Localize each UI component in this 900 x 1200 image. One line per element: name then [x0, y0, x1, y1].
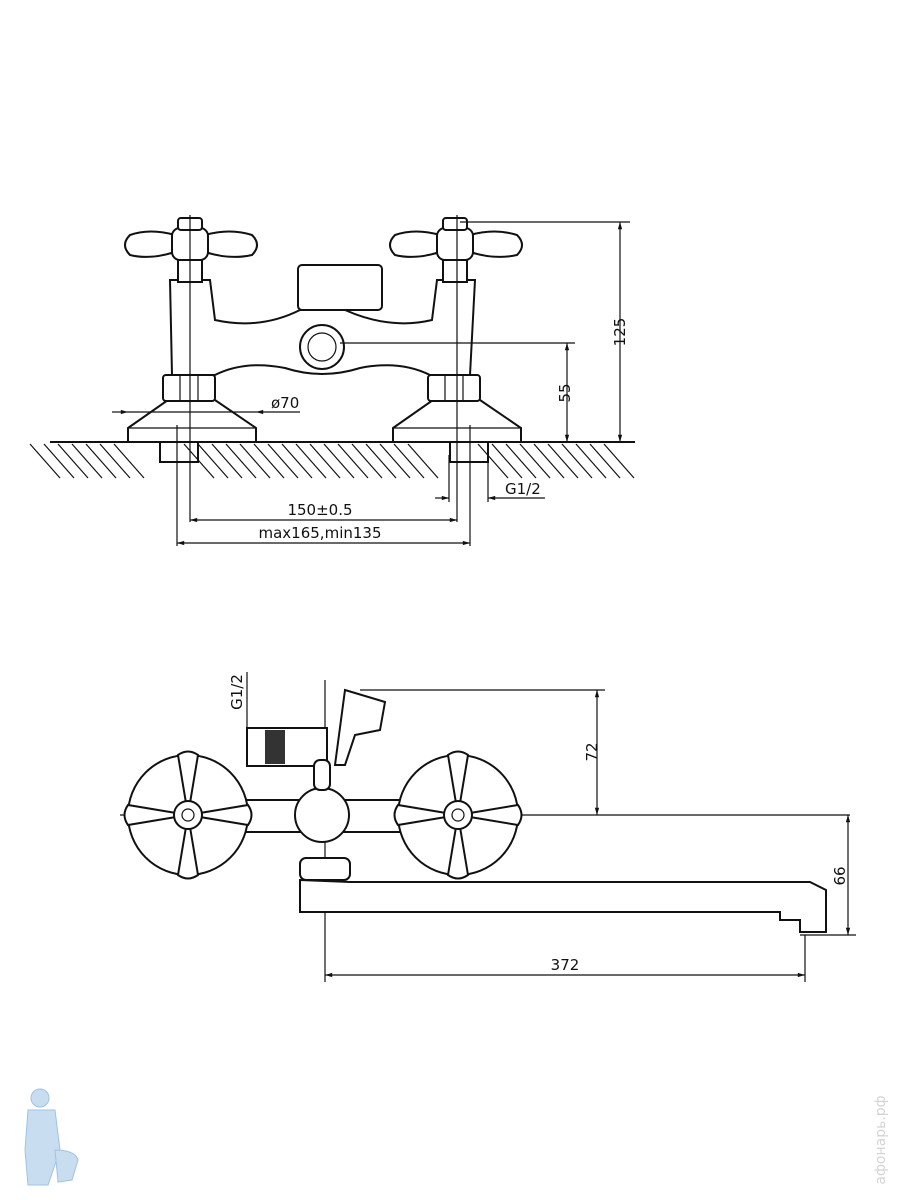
hatch-line	[253, 443, 285, 479]
center-body	[294, 787, 350, 843]
hatch-line	[351, 443, 383, 479]
hatch-line	[575, 443, 607, 479]
hatch-line	[477, 443, 509, 479]
hatch-line	[603, 443, 635, 479]
hatch-line	[337, 443, 369, 479]
hatch-line	[197, 443, 229, 479]
spout-collar	[299, 857, 351, 881]
inlet-pipe	[246, 727, 328, 767]
hatch-line	[29, 443, 61, 479]
outlet-ring	[299, 324, 345, 370]
hatch-line	[393, 443, 425, 479]
hatch-line	[281, 443, 313, 479]
dim-thread-top: G1/2	[228, 674, 246, 710]
top-view: G1/2 72 66 372	[120, 672, 856, 982]
hatch-line	[57, 443, 89, 479]
hatch-line	[43, 443, 75, 479]
hatch-line	[85, 443, 117, 479]
hatch-line	[505, 443, 537, 479]
dim-adjust-range: max165,min135	[259, 524, 382, 542]
hatch-line	[561, 443, 593, 479]
hatch-line	[365, 443, 397, 479]
hatch-line	[547, 443, 579, 479]
dim-flange-diameter: ø70	[271, 394, 299, 412]
hatch-line	[407, 443, 439, 479]
left-cross-handle	[124, 217, 258, 283]
hatch-line	[323, 443, 355, 479]
hatch-line	[71, 443, 103, 479]
hatch-line	[99, 443, 131, 479]
left-flange	[127, 399, 257, 443]
dim-diverter-height: 72	[583, 742, 601, 761]
right-nut	[427, 374, 481, 402]
dim-spout-length: 372	[551, 956, 580, 974]
hatch-line	[239, 443, 271, 479]
right-handle-top	[393, 750, 523, 880]
dim-center-distance: 150±0.5	[287, 501, 352, 519]
hatch-line	[295, 443, 327, 479]
wall-hatching	[29, 441, 635, 479]
spout	[299, 878, 827, 933]
dim-height-outlet: 55	[556, 383, 574, 402]
hatch-line	[225, 443, 257, 479]
left-handle-top	[123, 750, 253, 880]
hatch-line	[211, 443, 243, 479]
dim-spout-drop: 66	[831, 866, 849, 885]
plumber-logo	[24, 1088, 79, 1186]
left-nut	[162, 374, 216, 402]
hatch-line	[491, 443, 523, 479]
dim-thread: G1/2	[505, 480, 541, 498]
hatch-line	[309, 443, 341, 479]
hatch-line	[533, 443, 565, 479]
front-view: 125 55 ø70 150±0.5 max165,min135 G1/2	[29, 215, 635, 546]
watermark: афонарь.рф	[873, 1095, 889, 1184]
hatch-line	[379, 443, 411, 479]
hatch-line	[589, 443, 621, 479]
dim-height-total: 125	[611, 318, 629, 347]
diverter-lever	[333, 688, 387, 766]
diverter-housing	[297, 264, 383, 311]
right-cross-handle	[389, 217, 523, 283]
hatch-line	[113, 443, 145, 479]
hatch-line	[267, 443, 299, 479]
hatch-line	[519, 443, 551, 479]
